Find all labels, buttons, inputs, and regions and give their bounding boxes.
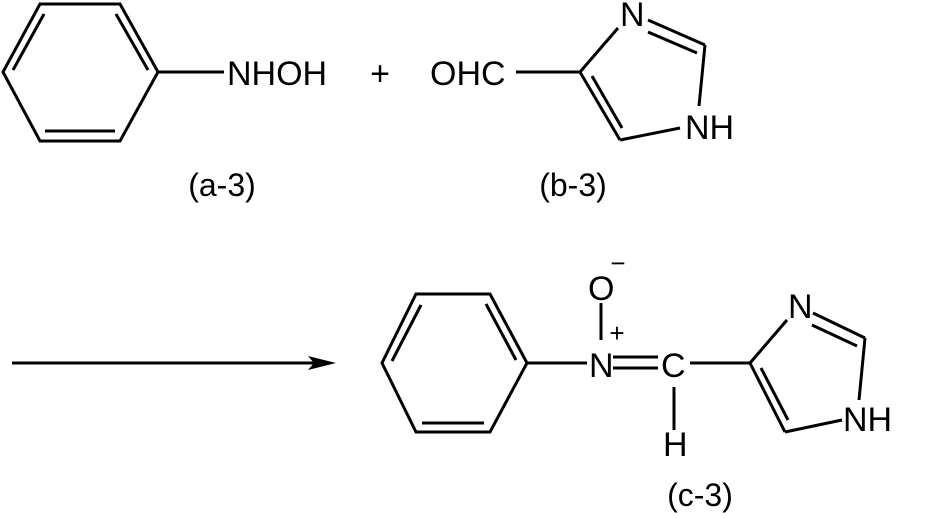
bond <box>785 420 842 432</box>
reactant-a3: NHOH (a-3) <box>3 4 327 203</box>
benzene-ring <box>382 294 527 432</box>
label-c3: (c-3) <box>667 477 733 513</box>
ring-n: N <box>788 288 813 326</box>
bond <box>699 45 705 106</box>
hydrogen: H <box>663 426 688 464</box>
label-a3: (a-3) <box>188 167 256 203</box>
nhoh-group: NHOH <box>227 55 327 93</box>
nitrone-n: N <box>589 347 614 385</box>
reactant-b3: OHC N NH (b-3) <box>430 0 734 203</box>
plus-charge: + <box>609 318 624 348</box>
double-bond-inner <box>648 32 697 53</box>
bond <box>620 128 680 140</box>
bond <box>750 320 787 363</box>
plus-sign: + <box>370 55 390 93</box>
bond <box>859 338 865 400</box>
ohc-group: OHC <box>430 55 506 93</box>
double-bond-inner <box>812 325 857 346</box>
product-c3: N + O − C H N NH (c-3) <box>382 248 892 513</box>
ring-nh: NH <box>843 401 892 439</box>
benzene-ring <box>3 4 158 141</box>
label-b3: (b-3) <box>539 167 607 203</box>
bond <box>750 363 785 432</box>
reaction-arrow <box>12 356 336 370</box>
ring-nh: NH <box>685 109 734 147</box>
carbon: C <box>661 347 686 385</box>
bond <box>580 72 620 140</box>
bond <box>648 20 705 45</box>
ring-n: N <box>620 0 645 34</box>
bond <box>813 313 865 338</box>
minus-charge: − <box>610 248 625 278</box>
bond <box>580 28 618 72</box>
